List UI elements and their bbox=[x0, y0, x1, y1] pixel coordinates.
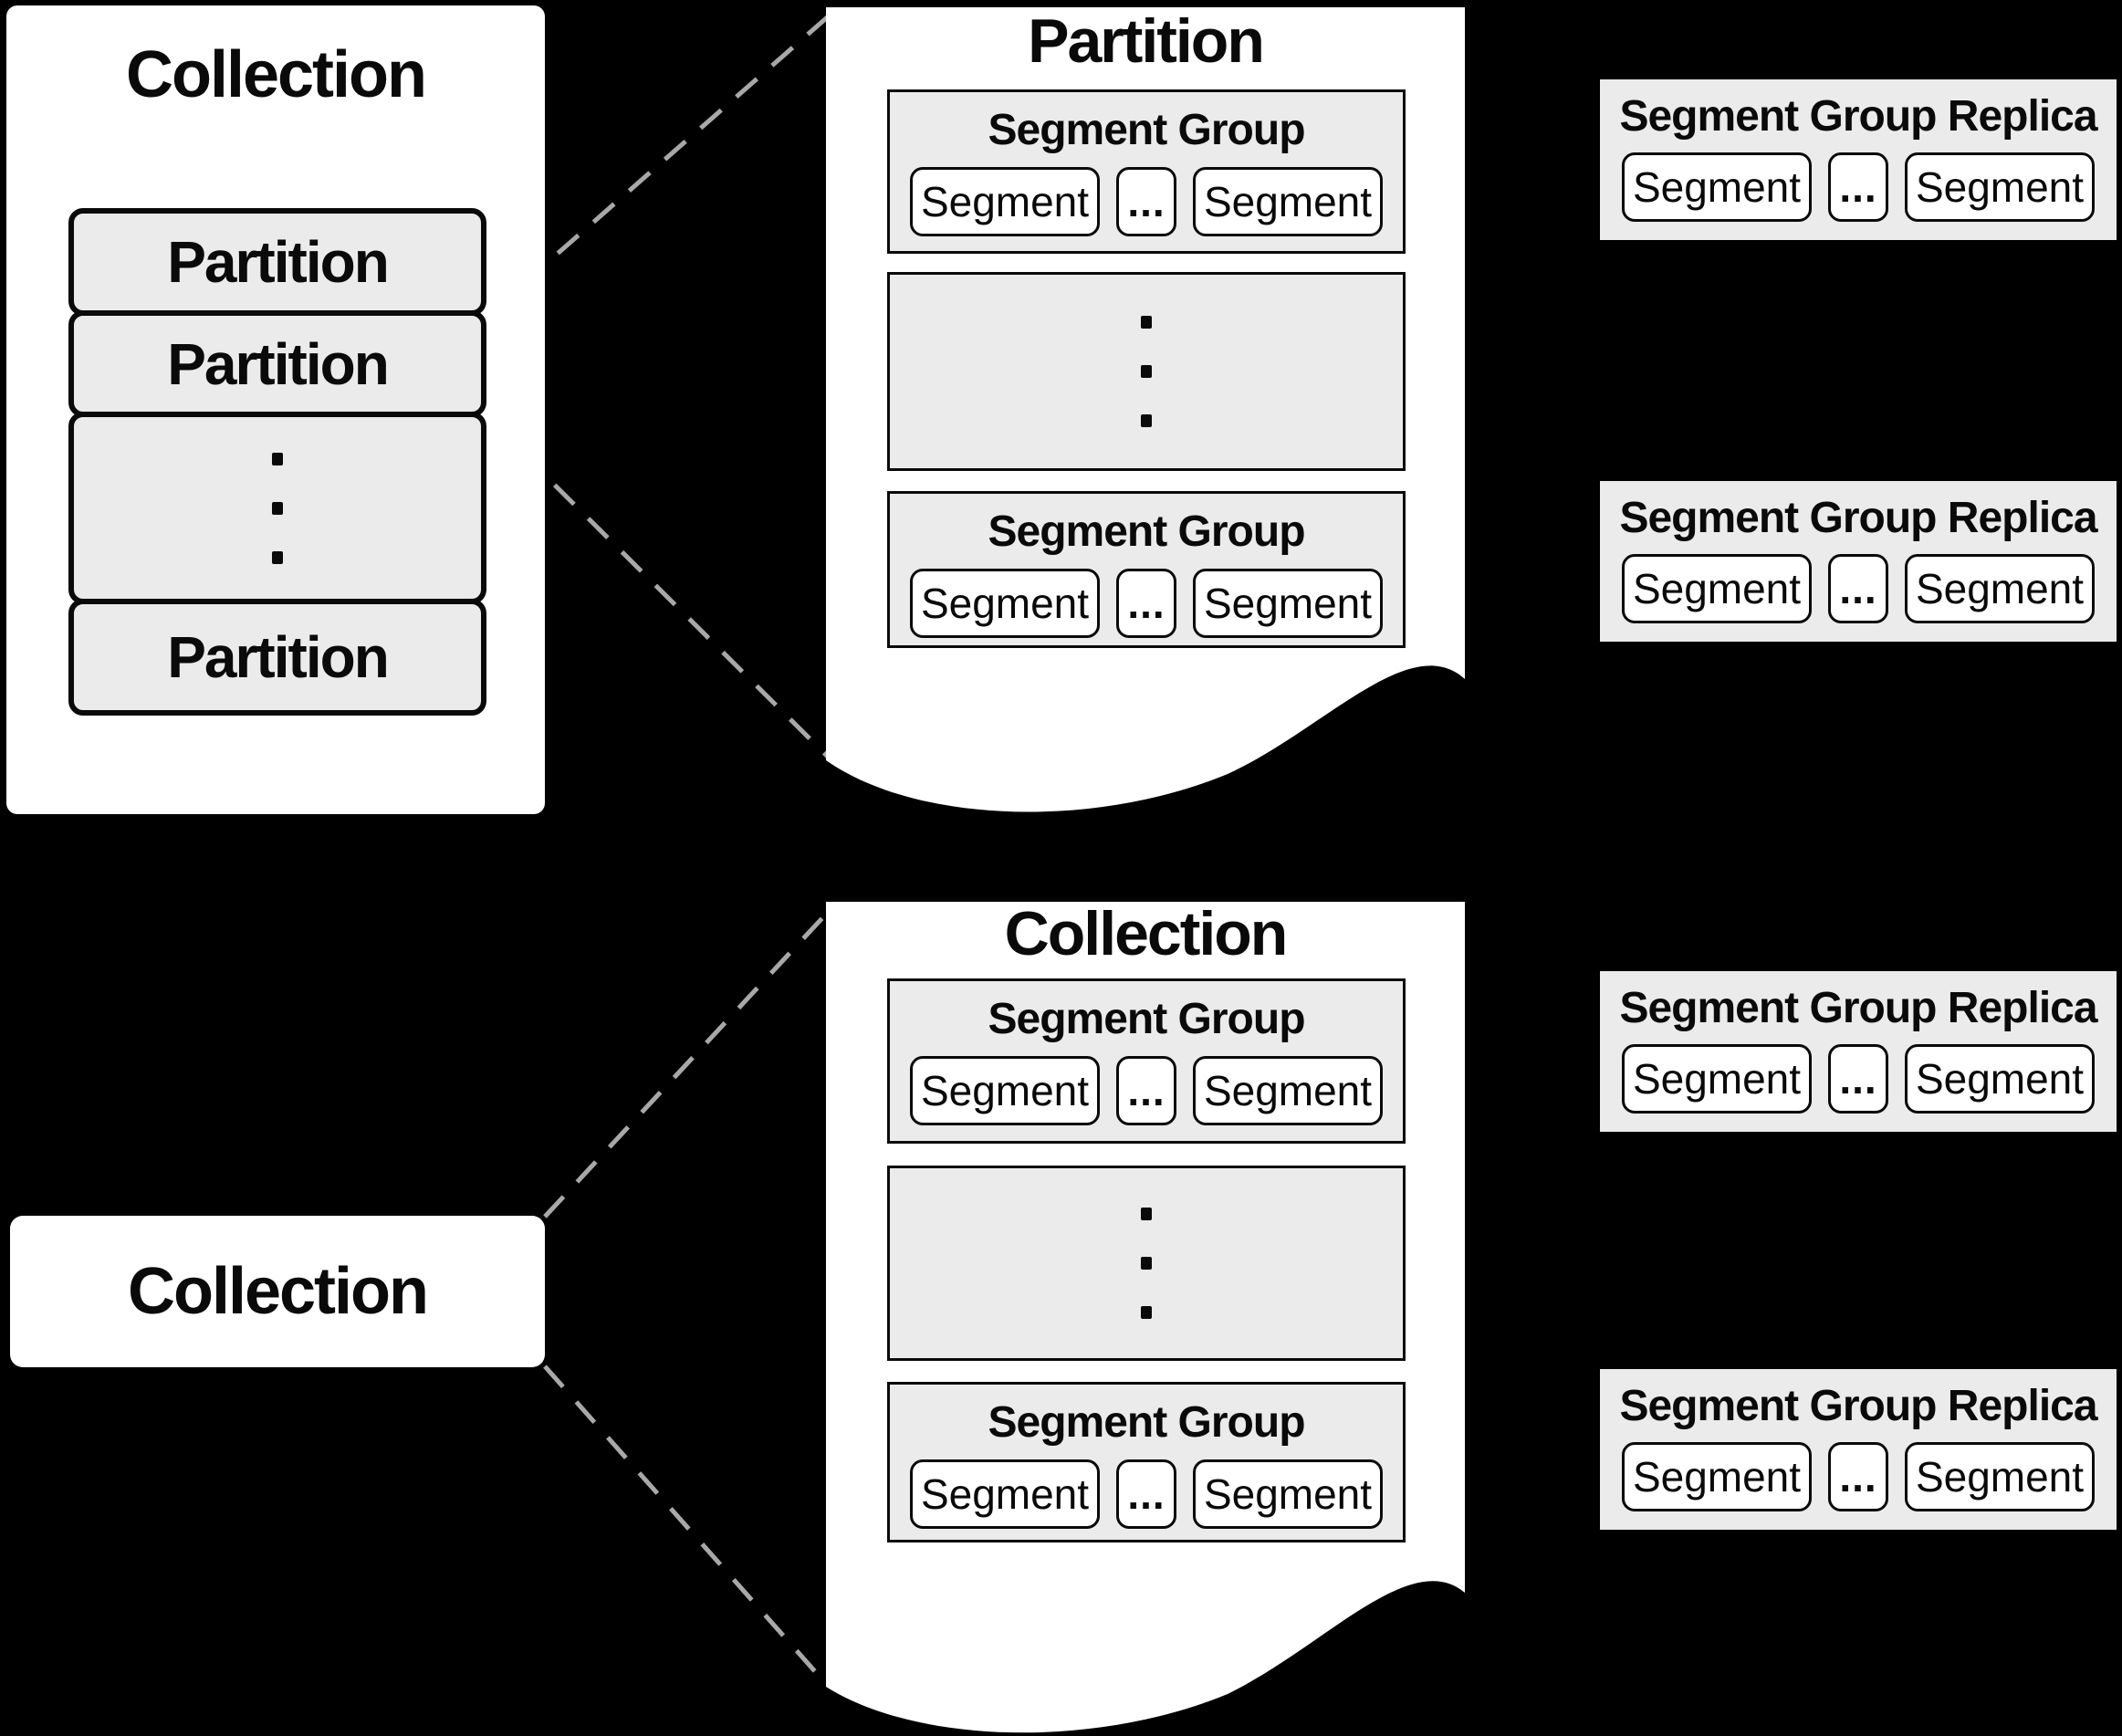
replica-title: Segment Group Replica bbox=[1619, 493, 2097, 542]
segment-row: Segment ... Segment bbox=[1600, 1442, 2117, 1511]
segment-ellipsis-box: ... bbox=[1116, 167, 1176, 236]
segment-box: Segment bbox=[1622, 152, 1812, 222]
segment-group-box: Segment Group Segment ... Segment bbox=[887, 1382, 1406, 1543]
partition-row-2: Partition bbox=[68, 310, 486, 417]
segment-box: Segment bbox=[910, 1459, 1100, 1529]
segment-box: Segment bbox=[910, 569, 1100, 638]
segment-box: Segment bbox=[1905, 554, 2095, 623]
segment-ellipsis-box: ... bbox=[1116, 1056, 1176, 1125]
segment-group-replica-box: Segment Group Replica Segment ... Segmen… bbox=[1600, 79, 2117, 240]
segment-box: Segment bbox=[910, 167, 1100, 236]
partition-page-title: Partition bbox=[1028, 6, 1265, 76]
segment-row: Segment ... Segment bbox=[1600, 152, 2117, 222]
segment-row: Segment ... Segment bbox=[890, 1459, 1403, 1529]
segment-box: Segment bbox=[1193, 167, 1383, 236]
segment-ellipsis-box: ... bbox=[1828, 1044, 1888, 1114]
dot-icon bbox=[1141, 1257, 1152, 1270]
segment-group-title: Segment Group bbox=[988, 1397, 1305, 1447]
zoom-connector-collection-top bbox=[543, 905, 834, 1218]
replica-title: Segment Group Replica bbox=[1619, 91, 2097, 141]
segment-box: Segment bbox=[1905, 1442, 2095, 1511]
partition-ellipsis-box bbox=[68, 412, 486, 604]
segment-group-box: Segment Group Segment ... Segment bbox=[887, 491, 1406, 648]
segment-ellipsis-box: ... bbox=[1116, 569, 1176, 638]
zoom-connector-partition-top bbox=[485, 11, 834, 318]
segment-group-replica-box: Segment Group Replica Segment ... Segmen… bbox=[1600, 481, 2117, 642]
collection-page-title: Collection bbox=[1004, 899, 1289, 968]
segment-box: Segment bbox=[1622, 1044, 1812, 1114]
partition-row-1: Partition bbox=[68, 208, 486, 316]
segment-group-box: Segment Group Segment ... Segment bbox=[887, 978, 1406, 1144]
dot-icon bbox=[1141, 1208, 1152, 1220]
segment-ellipsis-box: ... bbox=[1828, 1442, 1888, 1511]
collection-card: Collection bbox=[10, 1216, 545, 1367]
segment-row: Segment ... Segment bbox=[890, 1056, 1403, 1125]
partition-row-3: Partition bbox=[68, 599, 486, 716]
segment-box: Segment bbox=[1193, 1459, 1383, 1529]
segment-group-title: Segment Group bbox=[988, 994, 1305, 1043]
segment-ellipsis-box: ... bbox=[1116, 1459, 1176, 1529]
segment-group-title: Segment Group bbox=[988, 507, 1305, 556]
collection-card-title: Collection bbox=[127, 1255, 429, 1328]
segment-box: Segment bbox=[910, 1056, 1100, 1125]
segment-group-ellipsis-box bbox=[887, 1166, 1406, 1361]
replica-title: Segment Group Replica bbox=[1619, 1381, 2097, 1430]
dot-icon bbox=[272, 501, 283, 515]
segment-group-title: Segment Group bbox=[988, 105, 1305, 154]
segment-row: Segment ... Segment bbox=[1600, 554, 2117, 623]
segment-group-box: Segment Group Segment ... Segment bbox=[887, 89, 1406, 254]
partition-label: Partition bbox=[167, 624, 390, 690]
segment-row: Segment ... Segment bbox=[1600, 1044, 2117, 1114]
dot-icon bbox=[272, 550, 283, 564]
segment-box: Segment bbox=[1193, 569, 1383, 638]
segment-box: Segment bbox=[1193, 1056, 1383, 1125]
zoom-connector-collection-bottom bbox=[543, 1365, 829, 1687]
vertical-ellipsis-indicator bbox=[890, 275, 1403, 468]
segment-group-ellipsis-box bbox=[887, 272, 1406, 471]
replica-title: Segment Group Replica bbox=[1619, 983, 2097, 1032]
dot-icon bbox=[1141, 316, 1152, 329]
dot-icon bbox=[1141, 365, 1152, 378]
dot-icon bbox=[1141, 1306, 1152, 1319]
segment-group-replica-box: Segment Group Replica Segment ... Segmen… bbox=[1600, 1369, 2117, 1530]
vertical-ellipsis-indicator bbox=[74, 417, 481, 599]
vertical-ellipsis-indicator bbox=[890, 1168, 1403, 1358]
segment-box: Segment bbox=[1622, 1442, 1812, 1511]
partition-label: Partition bbox=[167, 330, 390, 397]
partition-label: Partition bbox=[167, 229, 390, 295]
segment-ellipsis-box: ... bbox=[1828, 554, 1888, 623]
dot-icon bbox=[1141, 414, 1152, 427]
segment-row: Segment ... Segment bbox=[890, 569, 1403, 638]
collection-panel-title: Collection bbox=[125, 38, 427, 111]
segment-ellipsis-box: ... bbox=[1828, 152, 1888, 222]
dot-icon bbox=[272, 452, 283, 465]
segment-box: Segment bbox=[1622, 554, 1812, 623]
zoom-connector-partition-bottom bbox=[486, 416, 831, 759]
segment-box: Segment bbox=[1905, 152, 2095, 222]
segment-group-replica-box: Segment Group Replica Segment ... Segmen… bbox=[1600, 971, 2117, 1132]
segment-box: Segment bbox=[1905, 1044, 2095, 1114]
segment-row: Segment ... Segment bbox=[890, 167, 1403, 236]
